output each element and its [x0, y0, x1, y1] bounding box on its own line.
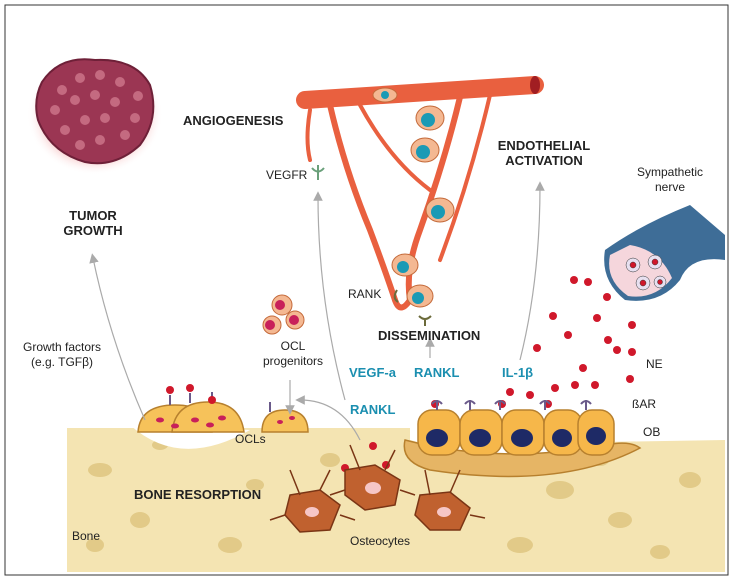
- label-rankl-center: RANKL: [414, 365, 460, 380]
- label-growth-factors-line1: Growth factors: [22, 340, 102, 354]
- arrow-rankl-ocl: [295, 395, 361, 441]
- osteoblast-row: [403, 400, 642, 478]
- sympathetic-nerve: [604, 205, 725, 301]
- label-angiogenesis: ANGIOGENESIS: [183, 113, 284, 128]
- signal-arrows: [89, 181, 545, 441]
- label-sympathetic-line2: nerve: [654, 180, 686, 194]
- osteoclasts: [137, 384, 309, 433]
- arrow-vegf-angiogenesis: [313, 191, 346, 401]
- label-ocls: OCLs: [235, 432, 266, 446]
- label-dissemination: DISSEMINATION: [378, 328, 481, 343]
- label-il1b: IL-1β: [502, 365, 534, 380]
- label-tumor-growth-line1: TUMOR: [69, 208, 117, 223]
- label-sympathetic-line1: Sympathetic: [636, 165, 704, 179]
- blood-vessel: [296, 76, 544, 311]
- label-endothelial-activation: ENDOTHELIAL ACTIVATION: [494, 138, 594, 168]
- vessel-lumen: [530, 76, 540, 94]
- dissemination-receptor: [418, 315, 432, 326]
- label-tumor-growth-line2: GROWTH: [63, 223, 123, 238]
- label-bar: ßAR: [632, 397, 656, 411]
- frame-border: [4, 4, 729, 576]
- label-bone: Bone: [72, 529, 101, 543]
- label-rank: RANK: [348, 287, 382, 301]
- tumor-illustration: [27, 55, 163, 175]
- label-rankl-lower: RANKL: [350, 402, 396, 417]
- label-bone-resorption: BONE RESORPTION: [134, 487, 262, 502]
- circulating-tumor-cells: [372, 87, 455, 308]
- label-osteocytes: Osteocytes: [350, 534, 411, 548]
- arrow-il1b-endothelial: [519, 181, 545, 361]
- label-ob: OB: [643, 425, 661, 439]
- arrow-growth-factors: [89, 253, 146, 421]
- label-vegfr: VEGFR: [266, 168, 308, 182]
- label-vegf-a: VEGF-a: [349, 365, 396, 380]
- osteocyte-dendrites: [269, 444, 486, 521]
- label-ocl-progenitors: OCL progenitors: [258, 339, 328, 369]
- label-endothelial-line1: ENDOTHELIAL: [497, 138, 591, 153]
- label-endothelial-line2: ACTIVATION: [505, 153, 583, 168]
- ne-molecules: [341, 276, 636, 472]
- label-ocl-line1: OCL: [280, 339, 306, 353]
- label-sympathetic-nerve: Sympathetic nerve: [630, 165, 710, 195]
- osteocyte-nuclei: [305, 482, 451, 517]
- vegfr-receptor: [311, 165, 325, 180]
- label-ne: NE: [646, 357, 663, 371]
- label-tumor-growth: TUMOR GROWTH: [38, 208, 148, 238]
- label-growth-factors-line2: (e.g. TGFβ): [30, 355, 94, 369]
- ocl-progenitor-cells: [262, 294, 305, 335]
- label-growth-factors: Growth factors (e.g. TGFβ): [12, 340, 112, 370]
- label-ocl-line2: progenitors: [262, 354, 324, 368]
- rank-receptor: [393, 289, 399, 303]
